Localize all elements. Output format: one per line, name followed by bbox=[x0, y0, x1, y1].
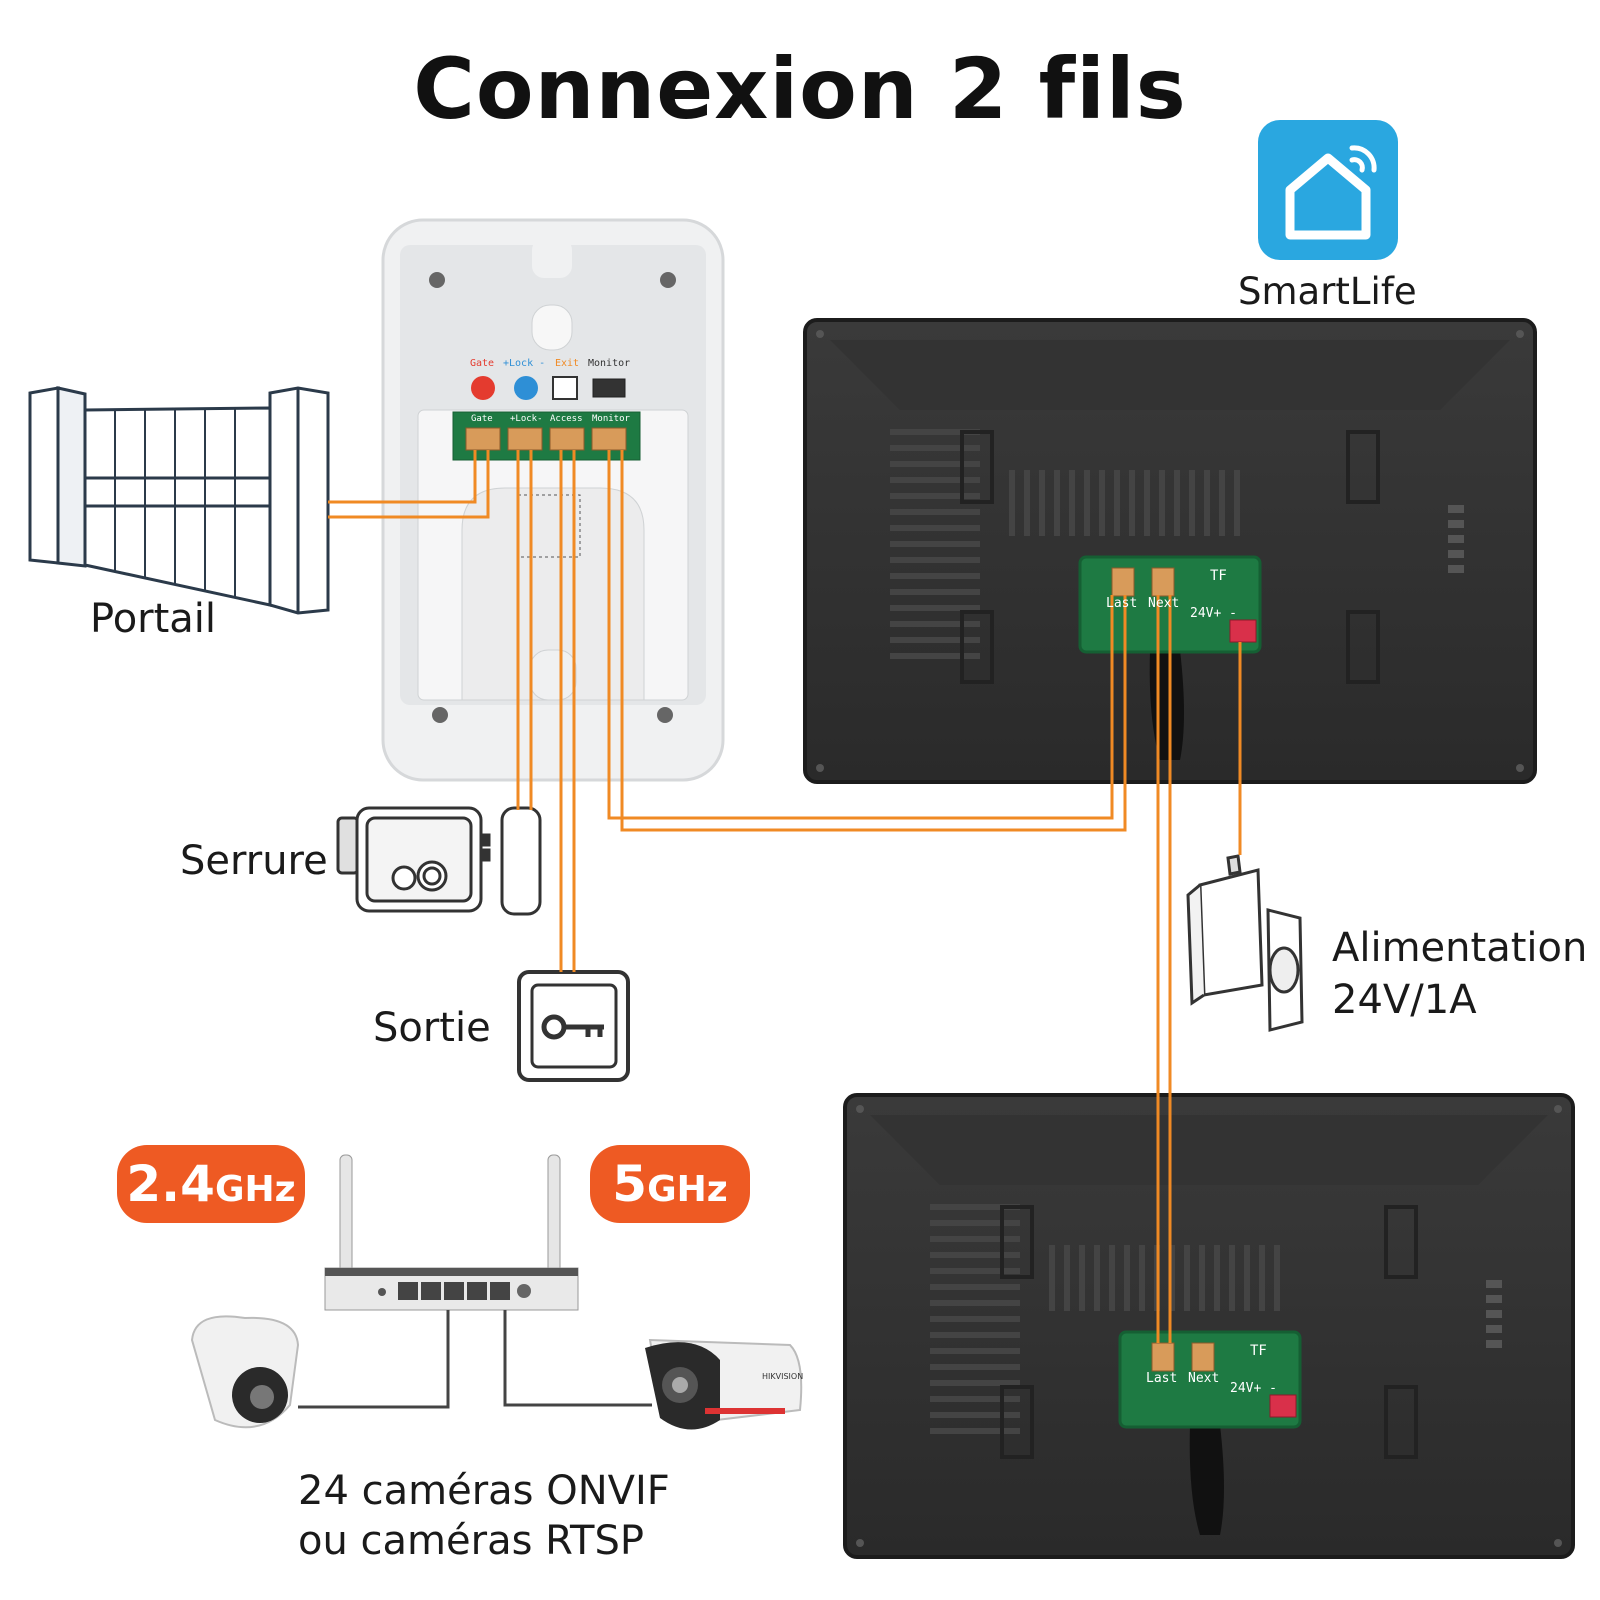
power-label-line1: Alimentation bbox=[1332, 925, 1588, 971]
monitor-icon bbox=[592, 378, 626, 398]
smartlife-label: SmartLife bbox=[1238, 270, 1417, 313]
terminal-label-access: Access bbox=[550, 414, 583, 424]
router-illustration bbox=[324, 1154, 579, 1311]
wire-monitor-2 bbox=[620, 450, 1127, 832]
badge-5-number: 5 bbox=[612, 1155, 648, 1213]
monitor1-next-label: Next bbox=[1148, 596, 1180, 611]
indoor-monitor-1 bbox=[803, 318, 1537, 784]
camera-brand-label: HIKVISION bbox=[762, 1372, 804, 1381]
icon-label-exit: Exit bbox=[555, 358, 580, 369]
monitor1-last-label: Last bbox=[1106, 596, 1138, 611]
lock-label: Serrure bbox=[180, 838, 328, 884]
page-title: Connexion 2 fils bbox=[413, 40, 1187, 138]
badge-5-unit: GHz bbox=[647, 1169, 728, 1210]
cameras-label-line2: ou caméras RTSP bbox=[298, 1518, 644, 1564]
terminal-label-gate: Gate bbox=[471, 414, 493, 424]
gate-icon bbox=[471, 376, 495, 400]
badge-2-4-unit: GHz bbox=[214, 1169, 296, 1210]
monitor1-power-label: 24V+ - bbox=[1190, 606, 1237, 621]
icon-label-gate: Gate bbox=[470, 358, 495, 369]
gate-label: Portail bbox=[90, 596, 217, 642]
wire-gate-1 bbox=[328, 450, 477, 504]
gate-illustration bbox=[28, 386, 330, 615]
exit-button-illustration bbox=[517, 970, 630, 1082]
dome-camera-illustration bbox=[190, 1315, 300, 1429]
terminal-label-lock: +Lock- bbox=[510, 414, 543, 424]
lock-illustration bbox=[336, 806, 542, 916]
cable-router-bullet bbox=[503, 1310, 652, 1407]
lock-icon bbox=[514, 376, 538, 400]
terminal-label-monitor: Monitor bbox=[592, 414, 630, 424]
wire-monitor-1 bbox=[607, 450, 1114, 820]
icon-label-lock: +Lock - bbox=[503, 358, 546, 369]
monitor2-tf-label: TF bbox=[1250, 1343, 1267, 1359]
monitor2-next-label: Next bbox=[1188, 1371, 1220, 1386]
monitor2-last-label: Last bbox=[1146, 1371, 1178, 1386]
power-adapter-illustration bbox=[1186, 854, 1304, 1032]
indoor-monitor-2 bbox=[843, 1093, 1575, 1559]
bullet-camera-illustration bbox=[645, 1338, 803, 1430]
icon-label-monitor: Monitor bbox=[588, 358, 631, 369]
smart-home-icon bbox=[1258, 120, 1398, 260]
exit-label: Sortie bbox=[373, 1005, 491, 1051]
badge-2-4-number: 2.4 bbox=[126, 1155, 215, 1213]
monitor1-tf-label: TF bbox=[1210, 568, 1227, 584]
wire-gate-2 bbox=[328, 450, 490, 519]
cable-router-dome bbox=[298, 1310, 450, 1409]
cameras-label-line1: 24 caméras ONVIF bbox=[298, 1468, 670, 1514]
monitor2-power-label: 24V+ - bbox=[1230, 1381, 1277, 1396]
power-label-line2: 24V/1A bbox=[1332, 977, 1477, 1023]
exit-key-icon bbox=[552, 376, 578, 400]
